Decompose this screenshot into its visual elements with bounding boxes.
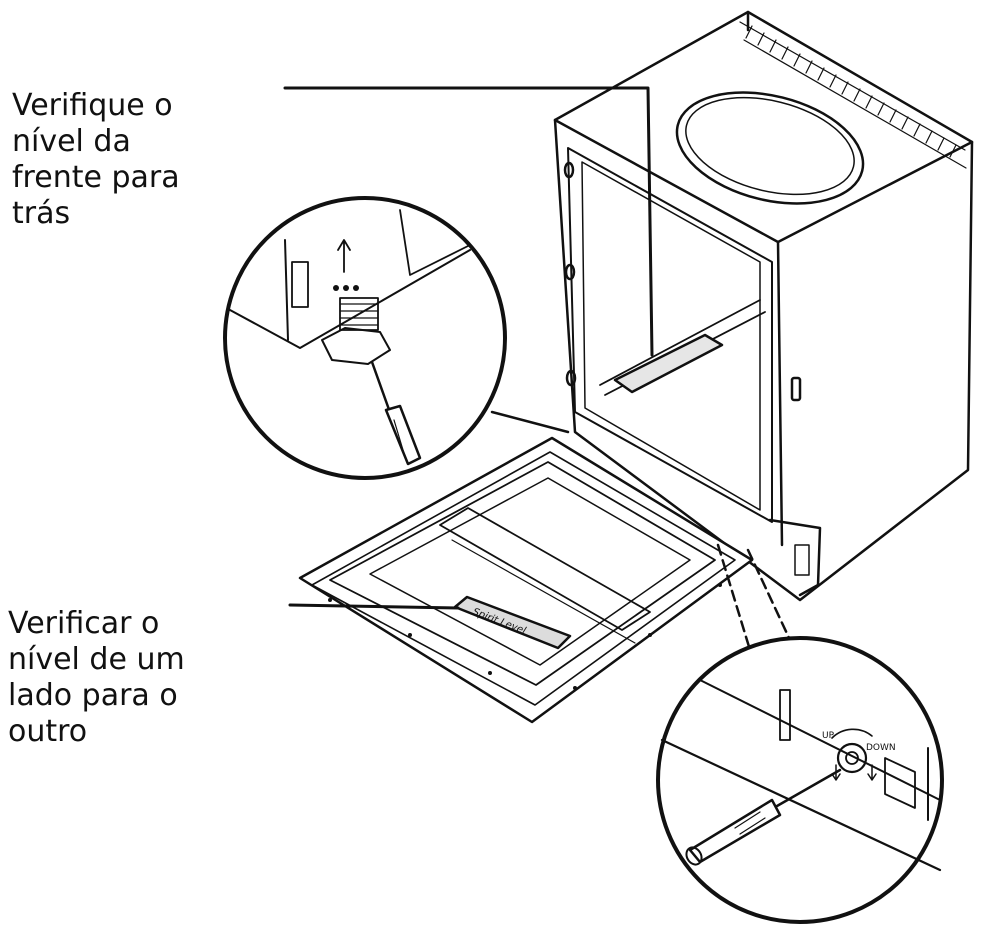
threaded-leg bbox=[339, 297, 379, 331]
door-rim-dots bbox=[328, 583, 722, 690]
leader-lines bbox=[283, 86, 654, 610]
top-round-cover bbox=[675, 91, 865, 205]
dishwasher-body bbox=[553, 10, 974, 602]
side-side-spirit-level bbox=[453, 595, 572, 650]
door-basin bbox=[369, 477, 691, 666]
tub-inner-wall bbox=[581, 161, 761, 511]
mount-hole bbox=[563, 161, 575, 179]
zoom-circle-front-foot bbox=[223, 196, 570, 480]
leader-side-to-side bbox=[288, 603, 460, 610]
zoom-circle-outline bbox=[656, 636, 944, 924]
zoom-circle-rear-adjuster bbox=[656, 543, 944, 924]
arrow-up-icon bbox=[337, 239, 351, 273]
front-back-spirit-level bbox=[613, 333, 724, 394]
callout-side-to-side-label: Verificar o nível de um lado para o outr… bbox=[8, 606, 185, 749]
cabinet-outline bbox=[553, 10, 974, 602]
bracket-left bbox=[779, 689, 791, 741]
cabinet-top-ribs bbox=[739, 21, 967, 169]
side-slot bbox=[790, 376, 802, 402]
dial-up-label: UP bbox=[822, 731, 835, 741]
height-dial bbox=[836, 742, 868, 774]
door-rim bbox=[311, 451, 736, 706]
leader-front-to-back bbox=[283, 86, 654, 357]
zoom-circle-outline bbox=[223, 196, 507, 480]
mount-hole bbox=[564, 263, 576, 281]
dial-down-label: DOWN bbox=[866, 743, 896, 753]
detergent-ridge bbox=[439, 507, 651, 631]
screwdriver-shaft bbox=[768, 768, 842, 812]
foot-bracket bbox=[768, 518, 822, 597]
bracket-right bbox=[884, 757, 916, 809]
door-inner-liner bbox=[329, 461, 716, 686]
arrow-down-right-icon bbox=[867, 764, 877, 781]
mount-hole bbox=[565, 369, 577, 387]
callout-front-to-back-label: Verifique o nível da frente para trás bbox=[12, 88, 180, 231]
tub-opening bbox=[567, 147, 773, 523]
rotate-arrow-icon bbox=[831, 728, 873, 739]
hex-foot-nut bbox=[321, 327, 391, 365]
cabinet-front-corner bbox=[776, 240, 784, 547]
